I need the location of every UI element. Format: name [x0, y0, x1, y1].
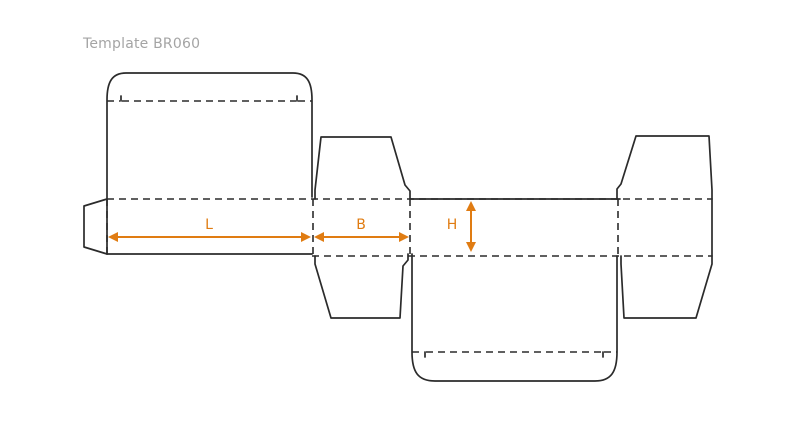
length-arrow-left — [108, 232, 118, 242]
height-arrow-bottom — [466, 242, 476, 252]
breadth-arrow-right — [399, 232, 409, 242]
breadth-label: B — [356, 217, 366, 233]
back-panel-bottom-lid — [411, 253, 618, 382]
breadth-dimension: B — [314, 217, 409, 242]
breadth-arrow-left — [314, 232, 324, 242]
left-top-dust-flap — [314, 136, 411, 200]
front-panel-top-lid — [106, 72, 313, 255]
left-bottom-dust-flap — [314, 253, 409, 319]
right-bottom-dust-flap — [620, 255, 713, 319]
length-dimension: L — [108, 217, 311, 242]
height-arrow-top — [466, 201, 476, 211]
length-label: L — [205, 217, 213, 233]
length-arrow-right — [301, 232, 311, 242]
height-dimension: H — [447, 201, 476, 252]
height-label: H — [447, 217, 458, 233]
template-title: Template BR060 — [83, 36, 201, 52]
glue-flap — [83, 198, 108, 255]
right-top-dust-flap — [616, 135, 713, 200]
